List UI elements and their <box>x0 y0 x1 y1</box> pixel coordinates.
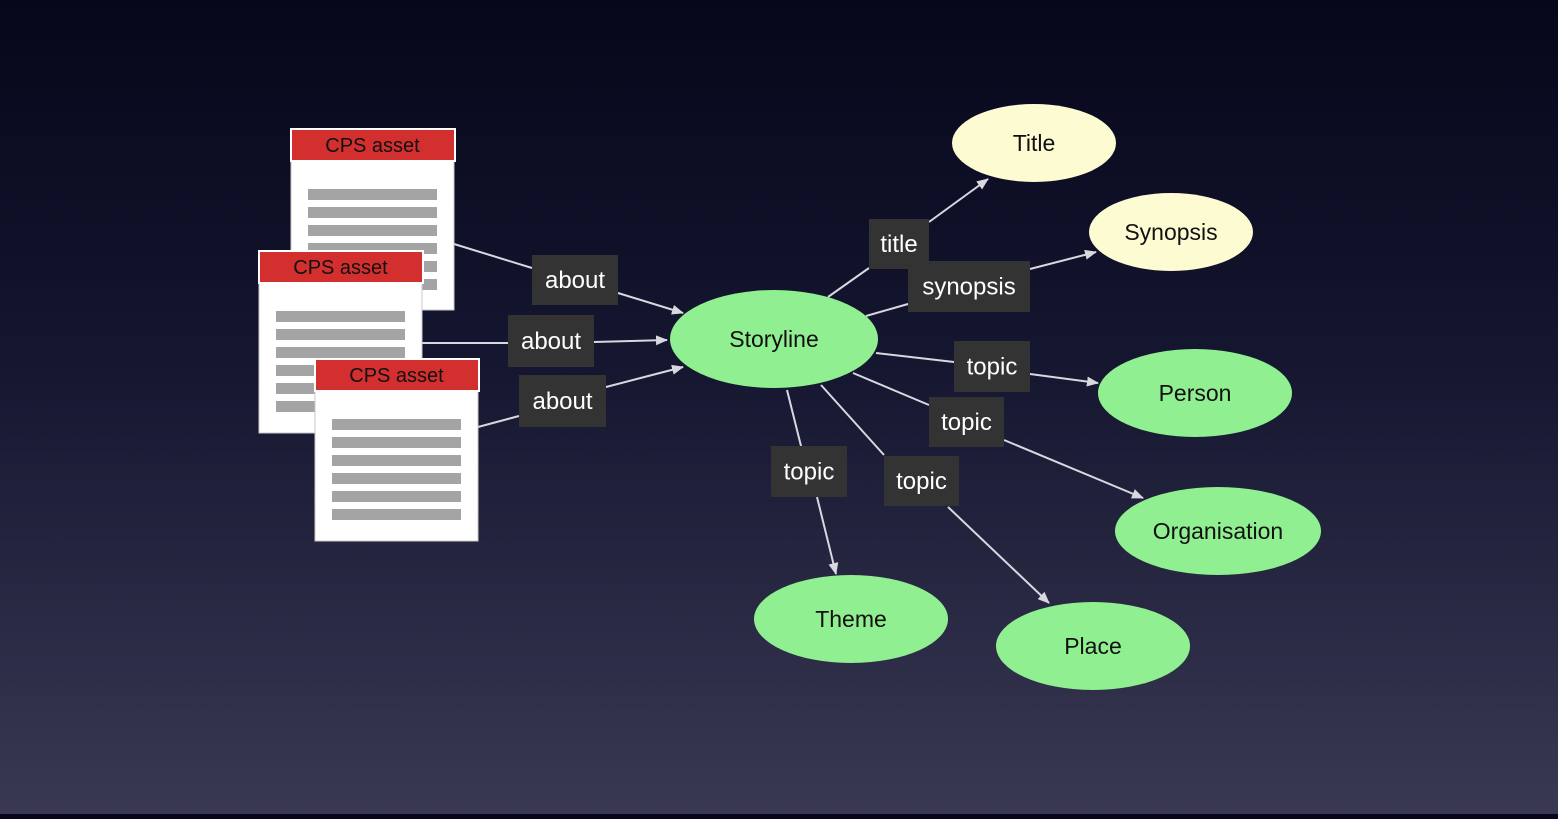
title-node[interactable]: Title <box>952 104 1116 182</box>
edge-label-text: about <box>521 328 581 355</box>
organisation-label: Organisation <box>1153 518 1283 544</box>
edge-line-about <box>477 415 520 428</box>
edge-label-box <box>771 446 847 497</box>
cps-asset-text-line <box>276 329 405 340</box>
cps-asset-text-line <box>308 189 437 200</box>
place-node[interactable]: Place <box>996 602 1190 690</box>
edge-label-box <box>869 219 929 269</box>
edge-arrow-topic <box>816 496 839 575</box>
cps-asset-text-line <box>332 437 461 448</box>
edge-label-box <box>532 255 618 305</box>
edge-label-about: about <box>532 255 618 305</box>
title-label: Title <box>1013 130 1056 156</box>
edge-label-synopsis: synopsis <box>908 261 1030 312</box>
edge-arrow-about <box>593 335 668 346</box>
theme-node[interactable]: Theme <box>754 575 948 663</box>
edge-label-about: about <box>519 375 606 427</box>
edge-label-topic: topic <box>884 456 959 506</box>
edge-line-topic <box>852 372 930 406</box>
edge-label-topic: topic <box>929 397 1004 447</box>
edge-arrow-about <box>617 292 684 315</box>
edge-label-box <box>884 456 959 506</box>
edge-label-topic: topic <box>954 341 1030 392</box>
cps-asset-header <box>258 250 424 284</box>
edge-label-text: topic <box>784 459 835 486</box>
cps-asset-text-line <box>332 455 461 466</box>
cps-asset-text-line <box>332 491 461 502</box>
edge-label-text: about <box>545 267 605 294</box>
cps-asset-label: CPS asset <box>325 135 420 157</box>
organisation-node[interactable]: Organisation <box>1115 487 1321 575</box>
edge-label-text: about <box>532 388 592 415</box>
edge-label-text: title <box>880 231 917 258</box>
title-ellipse <box>952 104 1116 182</box>
cps-asset-document[interactable]: CPS asset <box>314 358 480 542</box>
edge-line-about <box>453 243 533 269</box>
cps-asset-text-line <box>308 243 437 254</box>
synopsis-ellipse <box>1089 193 1253 271</box>
edge-arrow-topic <box>1003 439 1144 499</box>
cps-asset-label: CPS asset <box>349 365 444 387</box>
edge-label-text: topic <box>941 409 992 436</box>
cps-asset-text-line <box>332 473 461 484</box>
cps-asset-text-line <box>332 419 461 430</box>
edge-label-text: topic <box>967 354 1018 381</box>
person-label: Person <box>1159 380 1232 406</box>
synopsis-node[interactable]: Synopsis <box>1089 193 1253 271</box>
theme-label: Theme <box>815 606 887 632</box>
cps-asset-text-line <box>308 225 437 236</box>
edge-label-box <box>508 315 594 367</box>
edge-line-topic <box>786 389 802 447</box>
cps-asset-header <box>314 358 480 392</box>
storyline-node[interactable]: Storyline <box>670 290 878 388</box>
edge-line-topic <box>875 352 955 363</box>
edge-label-title: title <box>869 219 929 269</box>
edge-label-text: topic <box>896 468 947 495</box>
place-label: Place <box>1064 633 1122 659</box>
place-ellipse <box>996 602 1190 690</box>
edge-label-box <box>954 341 1030 392</box>
edge-label-topic: topic <box>771 446 847 497</box>
person-node[interactable]: Person <box>1098 349 1292 437</box>
storyline-ellipse <box>670 290 878 388</box>
edge-arrow-title <box>928 178 989 223</box>
edge-line-topic <box>820 384 885 456</box>
synopsis-label: Synopsis <box>1124 219 1217 245</box>
cps-asset-text-line <box>276 347 405 358</box>
storyline-label: Storyline <box>729 326 818 352</box>
edge-arrow-about <box>605 364 684 388</box>
edge-label-about: about <box>508 315 594 367</box>
edge-arrow-topic <box>1029 373 1099 387</box>
organisation-ellipse <box>1115 487 1321 575</box>
cps-asset-label: CPS asset <box>293 257 388 279</box>
edge-label-box <box>908 261 1030 312</box>
cps-asset-text-line <box>308 207 437 218</box>
cps-asset-header <box>290 128 456 162</box>
edge-label-text: synopsis <box>922 274 1015 301</box>
edge-label-box <box>519 375 606 427</box>
cps-asset-text-line <box>332 509 461 520</box>
edge-arrow-topic <box>947 506 1050 604</box>
theme-ellipse <box>754 575 948 663</box>
edge-line-synopsis <box>865 303 909 317</box>
cps-asset-text-line <box>276 311 405 322</box>
edge-line-title <box>827 267 870 298</box>
edge-label-box <box>929 397 1004 447</box>
edge-arrow-synopsis <box>1029 249 1097 270</box>
person-ellipse <box>1098 349 1292 437</box>
